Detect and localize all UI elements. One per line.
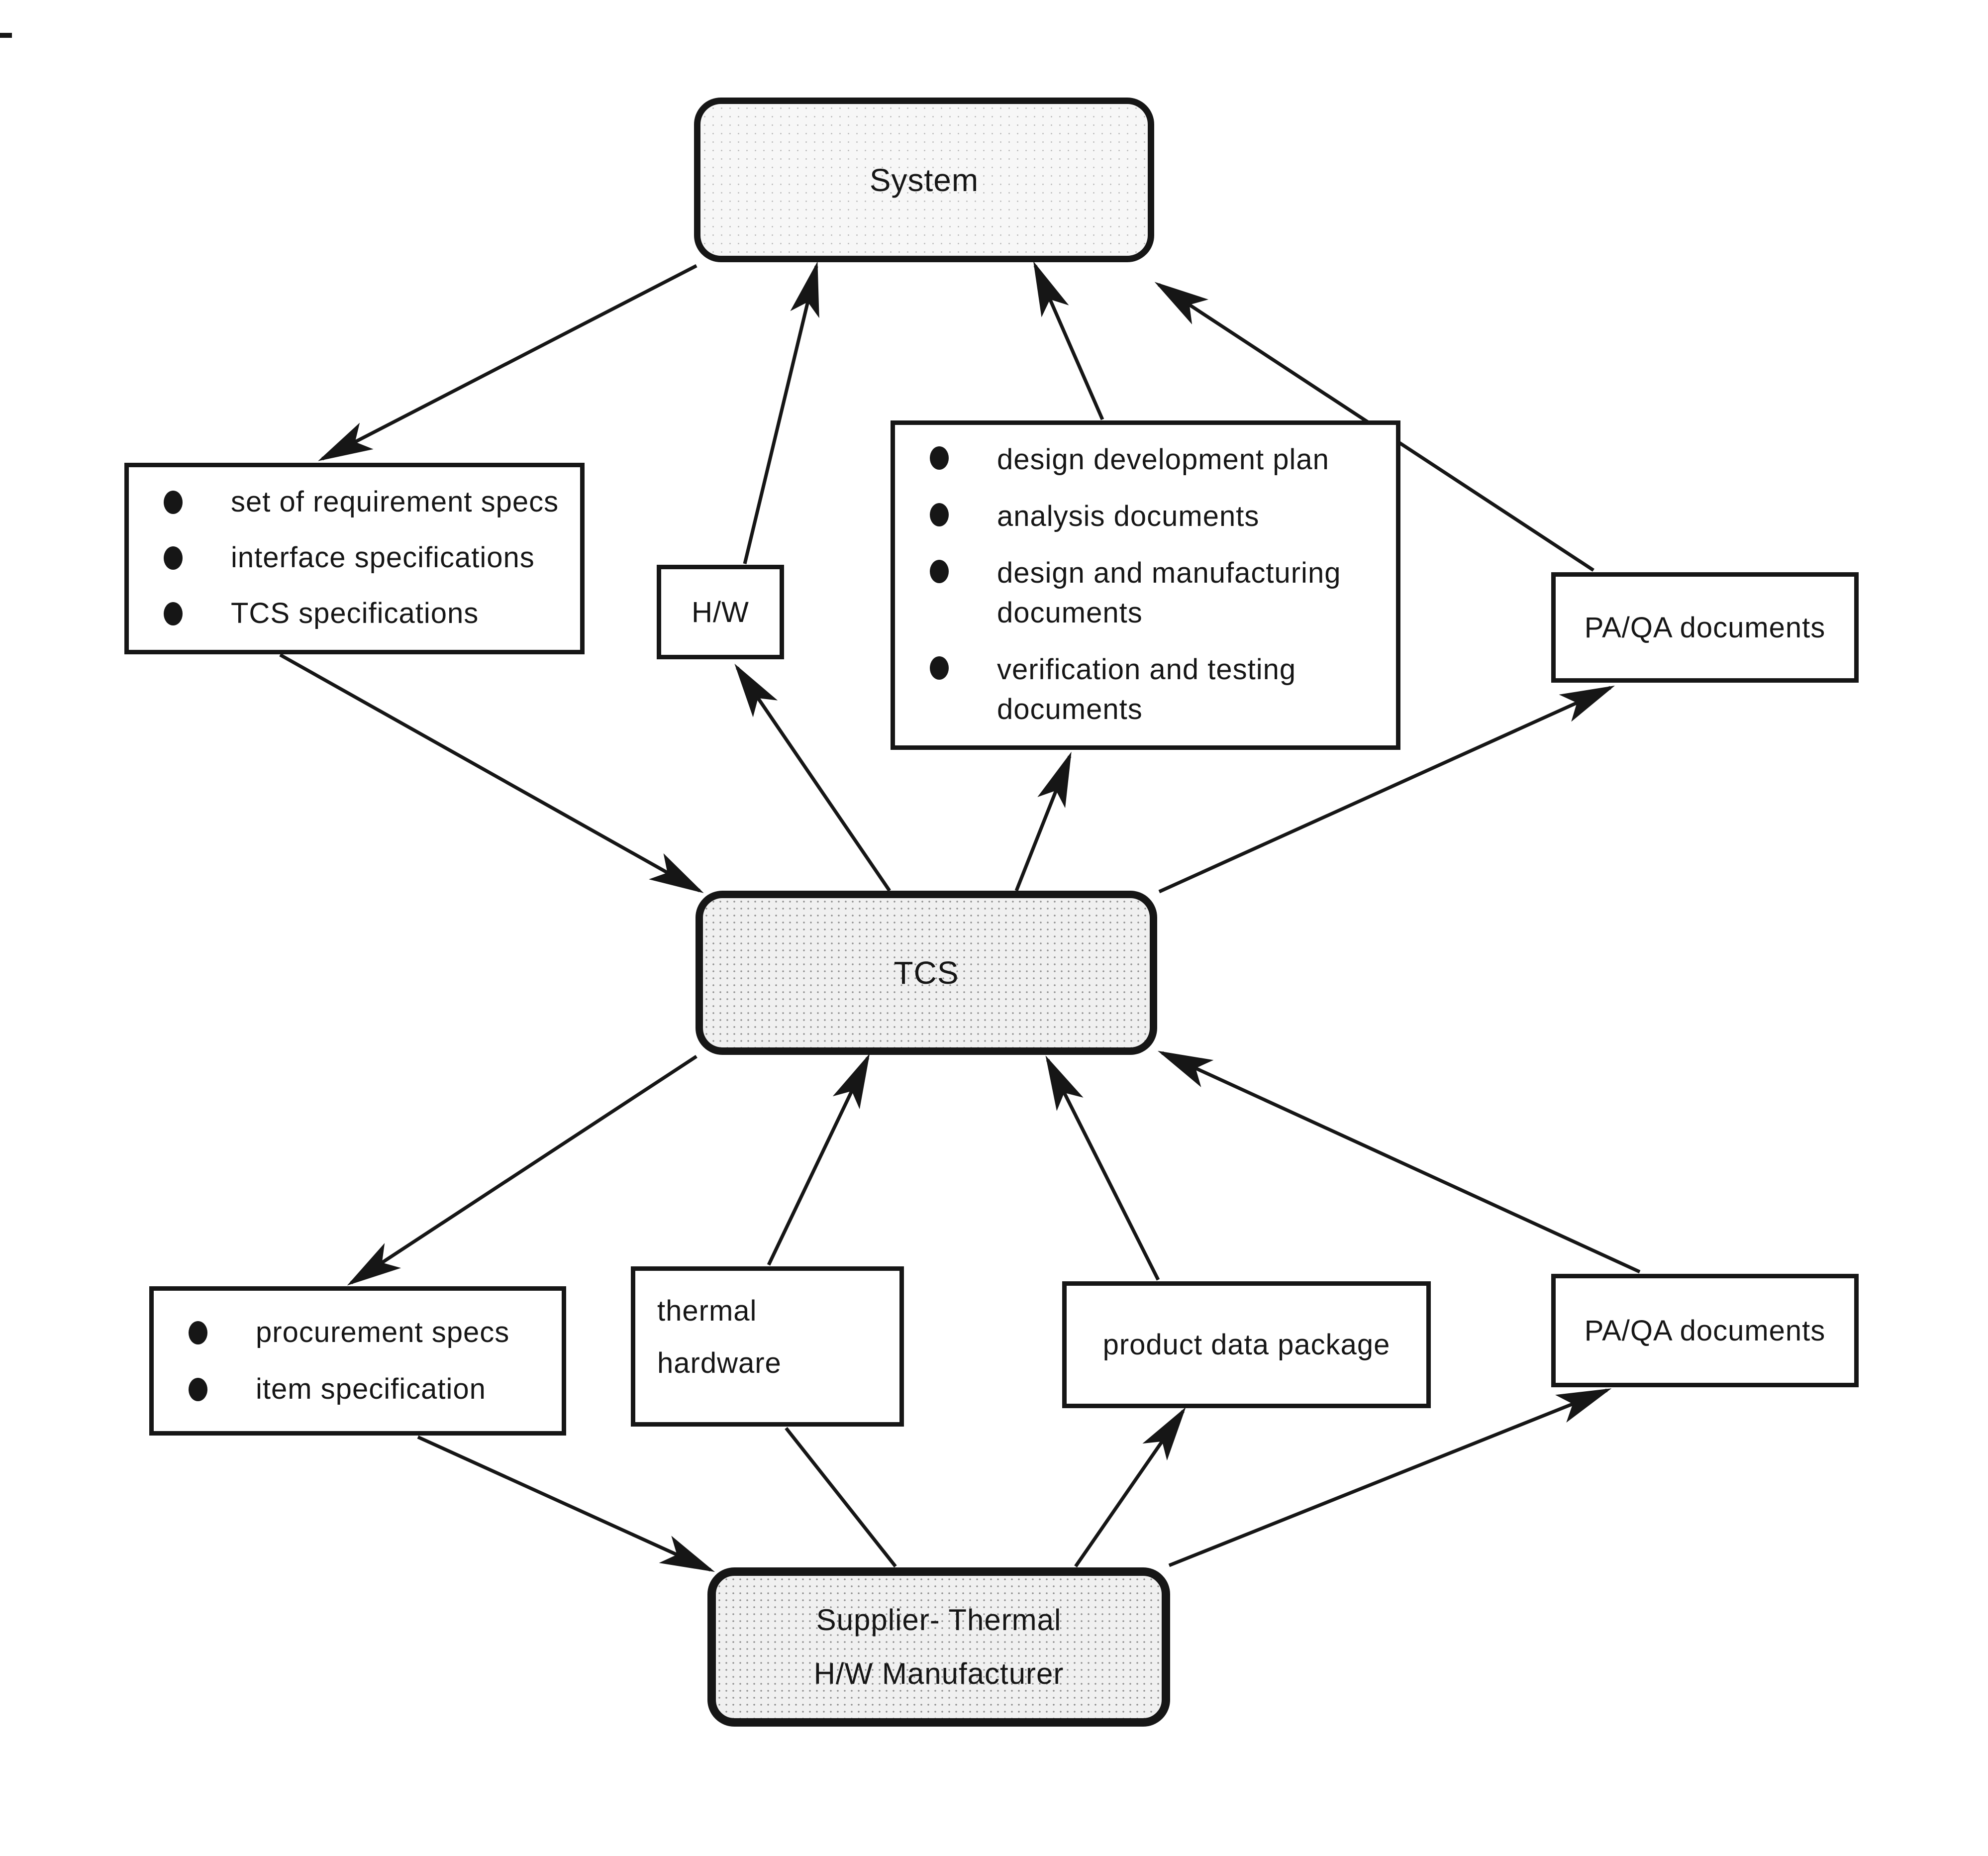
edge-tcs-to-hw xyxy=(734,663,891,892)
node-paqa-upper-label: PA/QA documents xyxy=(1584,611,1826,644)
list-item-text: interface specifications xyxy=(231,541,535,574)
edge-supplier-to-thermal_hardware xyxy=(785,1427,897,1568)
edge-supplier-to-paqa_lower xyxy=(1168,1388,1612,1567)
edge-system-to-requirements xyxy=(318,264,697,461)
edge-design_docs-to-system xyxy=(1033,261,1104,420)
bullet-icon xyxy=(164,546,183,570)
node-procurement-specs: procurement specs item specification xyxy=(149,1286,566,1436)
bullet-icon xyxy=(930,503,949,526)
node-design-documents: design development plan analysis documen… xyxy=(891,420,1400,750)
edge-hw-to-system xyxy=(743,261,819,564)
bullet-icon xyxy=(189,1321,207,1344)
edge-tcs-to-design_docs xyxy=(1014,751,1072,892)
edge-tcs-to-procurement xyxy=(347,1055,697,1286)
node-paqa-documents-upper: PA/QA documents xyxy=(1551,572,1859,683)
node-supplier-line2: H/W Manufacturer xyxy=(813,1657,1064,1690)
list-item-text: procurement specs xyxy=(256,1316,510,1348)
bullet-icon xyxy=(164,602,183,625)
bullet-icon xyxy=(930,656,949,680)
node-hw-label: H/W xyxy=(692,596,749,628)
node-thermal-hardware-line1: thermal xyxy=(657,1295,757,1327)
node-hw: H/W xyxy=(657,565,784,659)
node-supplier-lines: Supplier- Thermal H/W Manufacturer xyxy=(716,1593,1162,1701)
list-item-text: design development plan xyxy=(997,443,1329,476)
list-item-text: design and manufacturing documents xyxy=(997,557,1341,629)
node-requirement-specs: set of requirement specs interface speci… xyxy=(124,463,585,654)
node-supplier-thermal-hw-manufacturer: Supplier- Thermal H/W Manufacturer xyxy=(707,1567,1170,1727)
list-item: procurement specs xyxy=(154,1315,562,1350)
node-thermal-hardware: thermal hardware xyxy=(631,1266,904,1427)
list-item-text: set of requirement specs xyxy=(231,486,559,518)
node-tcs: TCS xyxy=(696,891,1157,1055)
bullet-icon xyxy=(164,491,183,514)
node-system-label: System xyxy=(869,162,979,198)
edge-product_data_package-to-tcs xyxy=(1045,1055,1160,1281)
list-item-text: item specification xyxy=(256,1373,486,1405)
node-product-data-package: product data package xyxy=(1062,1281,1431,1408)
list-item: design development plan xyxy=(895,440,1386,480)
edge-paqa_lower-to-tcs xyxy=(1157,1050,1641,1274)
list-item: TCS specifications xyxy=(129,596,580,631)
list-item: set of requirement specs xyxy=(129,484,580,520)
list-item-text: verification and testing documents xyxy=(997,653,1296,725)
list-item: analysis documents xyxy=(895,497,1386,536)
list-item: item specification xyxy=(154,1371,562,1407)
scan-artifact-mark xyxy=(0,33,12,38)
list-item: verification and testing documents xyxy=(895,650,1386,729)
list-item-text: analysis documents xyxy=(997,500,1260,532)
bullet-icon xyxy=(189,1378,207,1401)
node-paqa-documents-lower: PA/QA documents xyxy=(1551,1274,1859,1387)
edge-thermal_hardware-to-tcs xyxy=(767,1053,870,1266)
bullet-icon xyxy=(930,560,949,583)
list-item: design and manufacturing documents xyxy=(895,553,1386,633)
node-thermal-hardware-line2: hardware xyxy=(657,1347,782,1379)
edge-supplier-to-product_data_package xyxy=(1074,1407,1186,1567)
node-product-data-package-label: product data package xyxy=(1102,1329,1391,1361)
node-system: System xyxy=(694,98,1154,262)
edge-requirements-to-tcs xyxy=(279,653,704,893)
edge-procurement-to-supplier xyxy=(417,1435,715,1572)
node-supplier-line1: Supplier- Thermal xyxy=(816,1603,1062,1637)
node-paqa-lower-label: PA/QA documents xyxy=(1584,1314,1826,1347)
bullet-icon xyxy=(930,446,949,470)
list-item-text: TCS specifications xyxy=(231,597,479,629)
node-tcs-label: TCS xyxy=(894,955,959,991)
list-item: interface specifications xyxy=(129,540,580,576)
